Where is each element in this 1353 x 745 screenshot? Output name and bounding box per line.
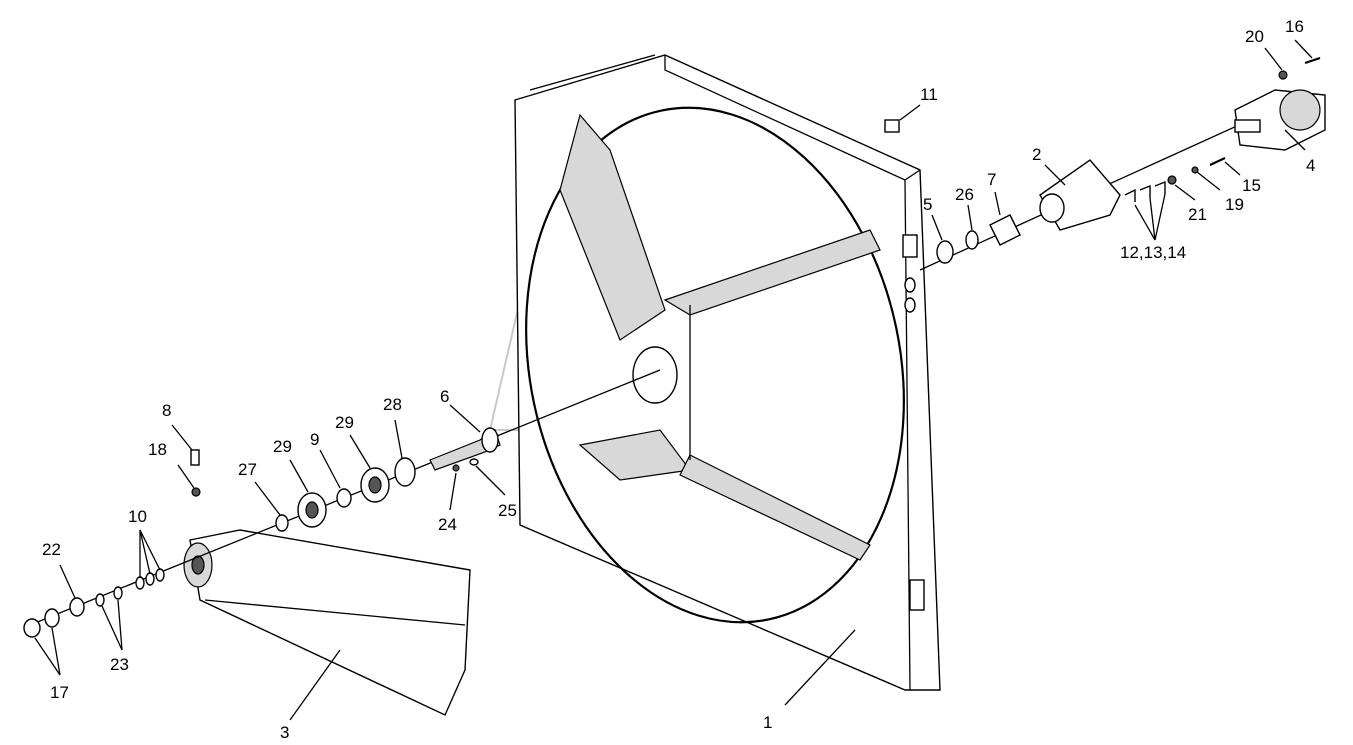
- callout-11: 11: [920, 85, 938, 104]
- callout-6: 6: [440, 387, 449, 406]
- callout-3: 3: [280, 723, 289, 742]
- callout-19: 19: [1225, 195, 1244, 214]
- callout-1: 1: [763, 713, 772, 732]
- motor-side-parts: [884, 56, 1326, 264]
- callout-25: 25: [498, 501, 517, 520]
- callout-9: 9: [310, 430, 319, 449]
- callout-27: 27: [238, 460, 257, 479]
- leader-lines: [34, 39, 1313, 721]
- callout-5: 5: [923, 195, 932, 214]
- callout-2: 2: [1032, 145, 1041, 164]
- callout-22: 22: [42, 540, 61, 559]
- shaft-parts: [23, 427, 501, 638]
- fan-shroud-frame: [514, 54, 941, 691]
- callout-7: 7: [987, 170, 996, 189]
- callout-21: 21: [1188, 205, 1207, 224]
- callout-20: 20: [1245, 27, 1264, 46]
- callout-24: 24: [438, 515, 457, 534]
- callout-16: 16: [1285, 17, 1304, 36]
- callout-29-left: 29: [273, 437, 292, 456]
- callout-23: 23: [110, 655, 129, 674]
- callout-labels: 1 2 3 4 5 6 7 8 9 10 11 12,13,14 15 16 1…: [42, 17, 1315, 742]
- fan-blade: [183, 529, 471, 716]
- callout-4: 4: [1306, 156, 1315, 175]
- callout-29-right: 29: [335, 413, 354, 432]
- callout-12-13-14: 12,13,14: [1120, 243, 1186, 262]
- callout-28: 28: [383, 395, 402, 414]
- callout-15: 15: [1242, 176, 1261, 195]
- callout-17: 17: [50, 683, 69, 702]
- callout-26: 26: [955, 185, 974, 204]
- callout-18: 18: [148, 440, 167, 459]
- callout-10: 10: [128, 507, 147, 526]
- callout-8: 8: [162, 401, 171, 420]
